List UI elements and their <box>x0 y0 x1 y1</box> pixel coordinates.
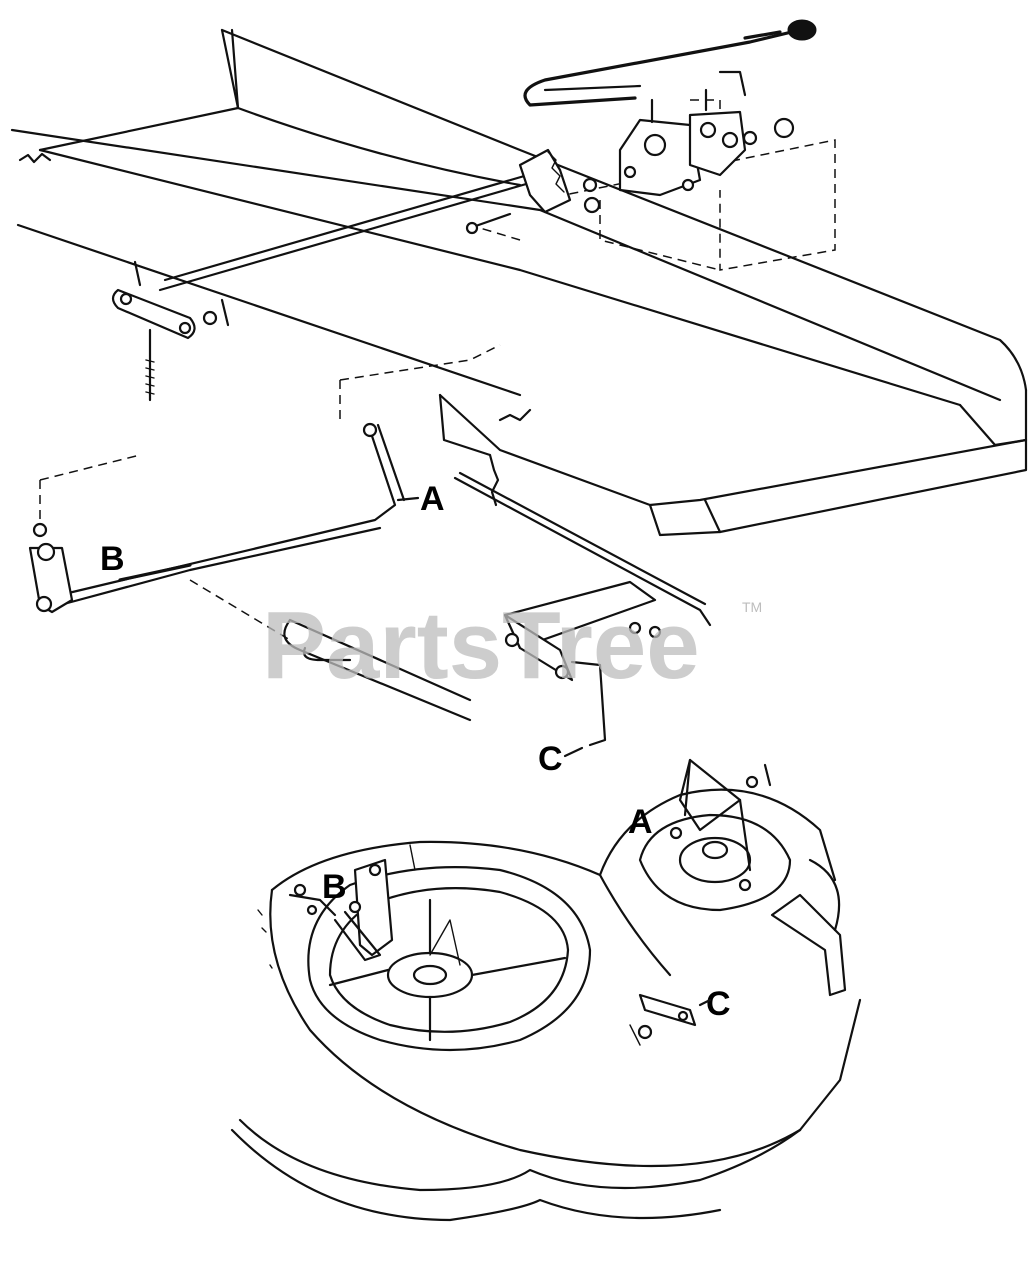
deck-hook-bar <box>283 618 472 722</box>
mower-deck <box>230 758 862 1222</box>
tractor-frame <box>10 28 1028 537</box>
watermark: PartsTree TM <box>262 592 762 699</box>
callout-a-lower: A <box>628 803 653 841</box>
assembly-guide-lines <box>39 99 836 641</box>
callout-labels: A B C A B C <box>100 480 731 1023</box>
callout-c-upper: C <box>538 740 563 778</box>
front-link-assembly <box>111 260 230 402</box>
callout-a-upper: A <box>420 480 445 518</box>
callout-b-upper: B <box>100 540 125 578</box>
callout-b-lower: B <box>322 868 347 906</box>
lift-handle <box>158 19 817 292</box>
handle-grip-knob <box>787 19 817 41</box>
partstree-watermark: PartsTree <box>262 592 700 699</box>
front-deck-bracket <box>453 471 712 747</box>
pivot-bracket-assembly <box>465 70 795 235</box>
callout-c-lower: C <box>706 985 731 1023</box>
trademark-symbol: TM <box>742 599 762 615</box>
rear-lift-rod <box>28 422 406 614</box>
